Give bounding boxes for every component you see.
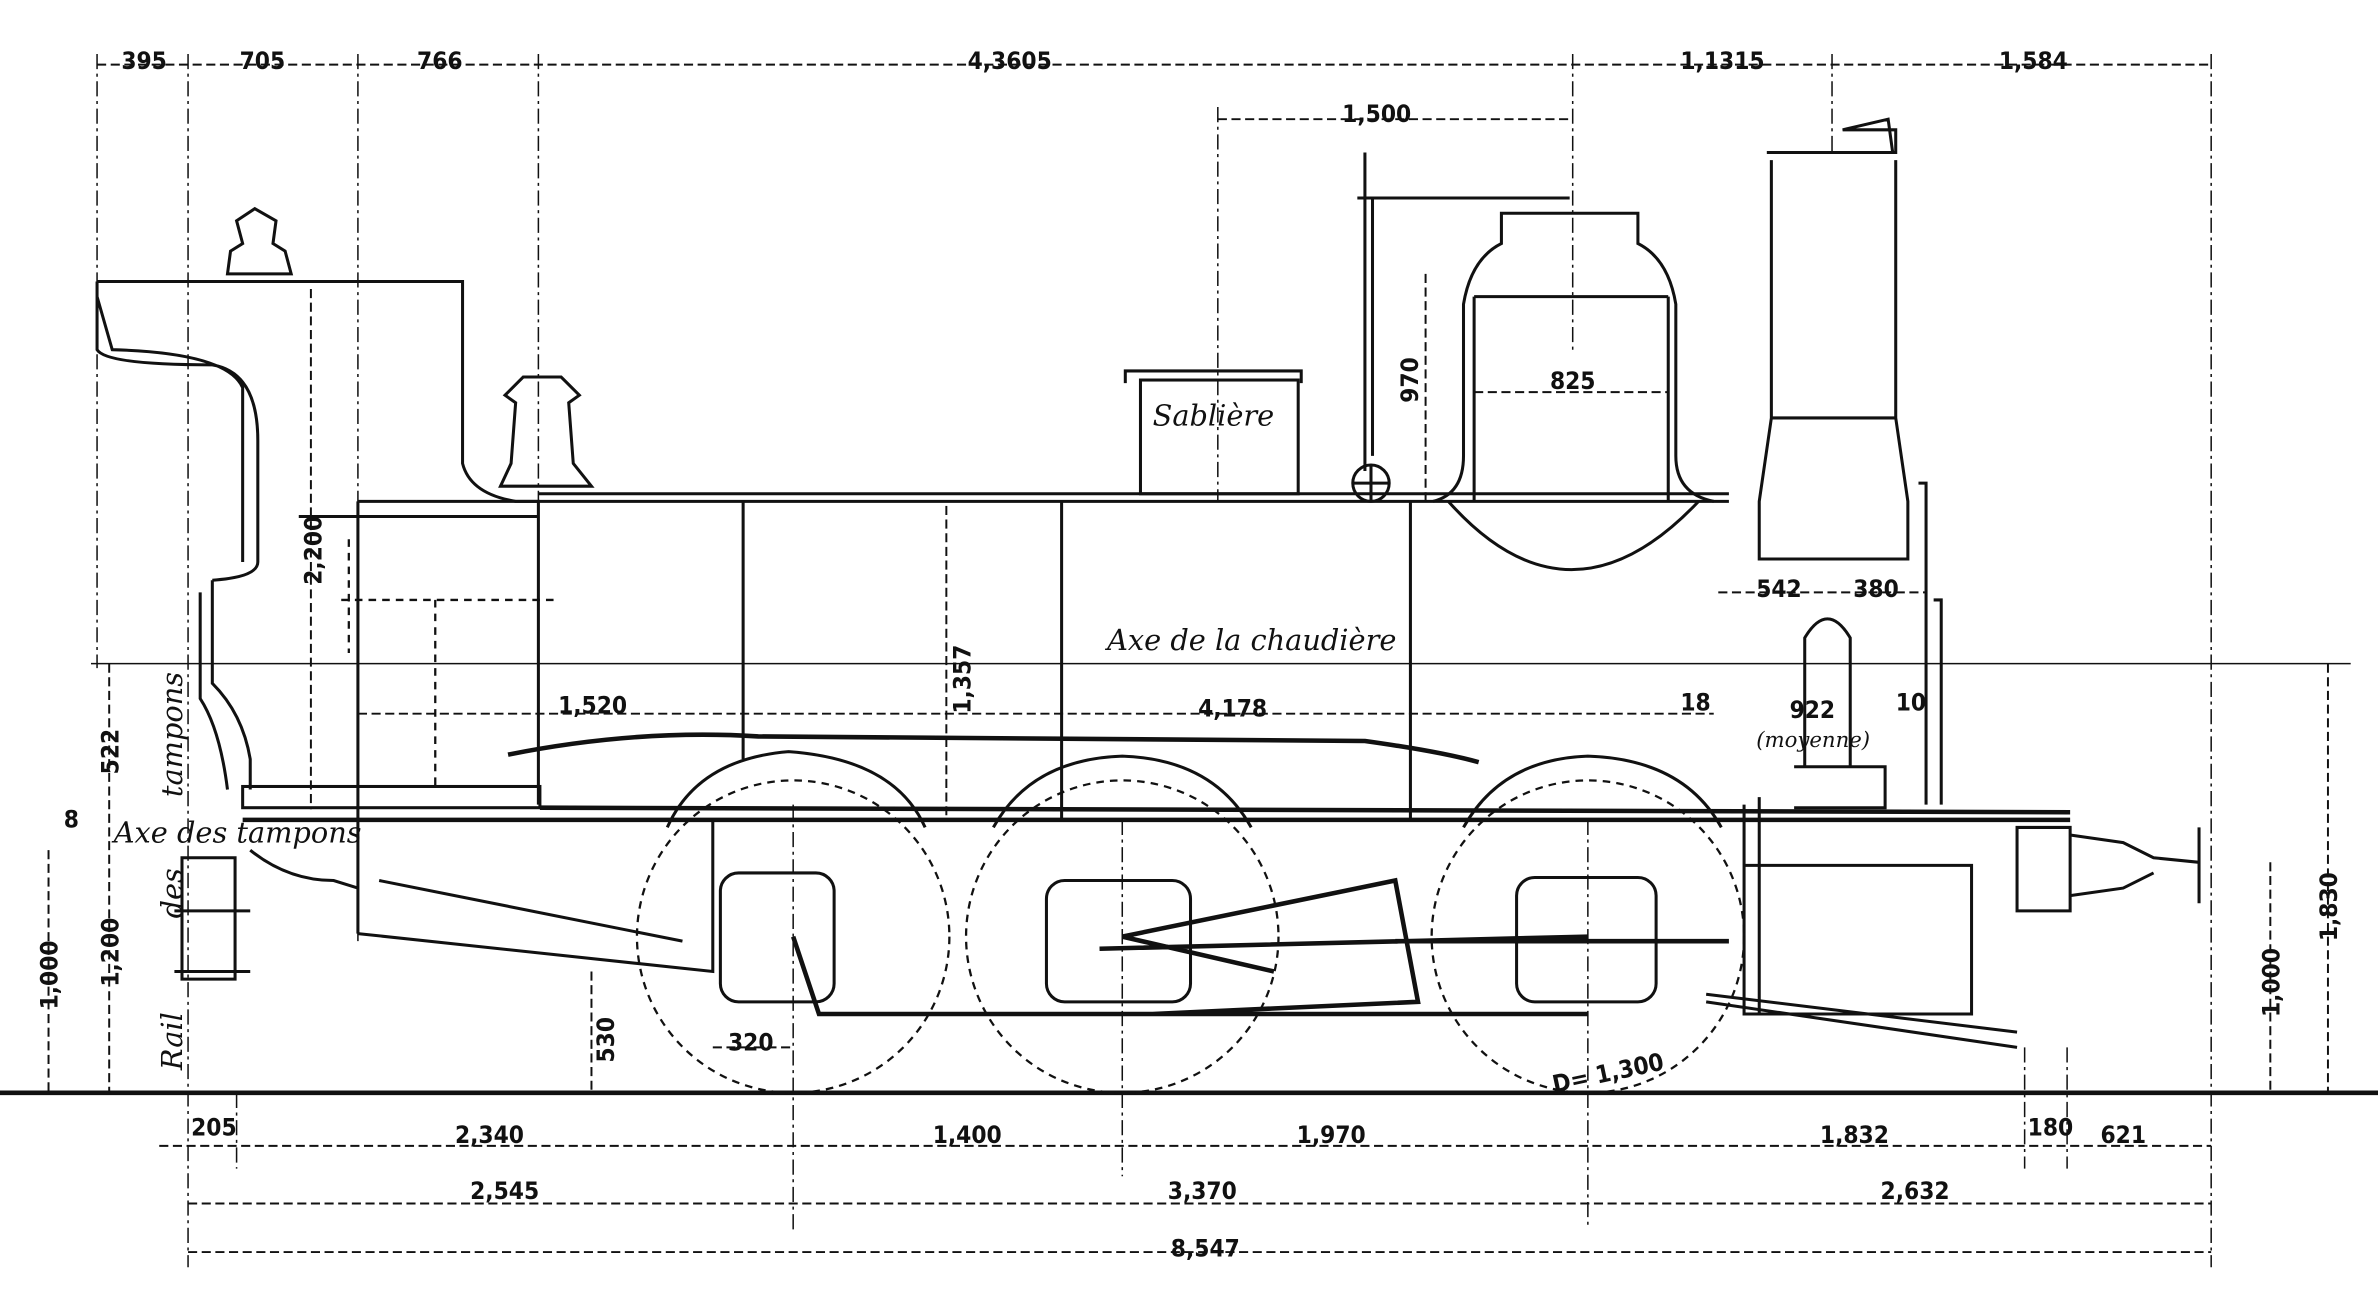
- wheel-3: [1430, 779, 1746, 1094]
- tampons-vertical-label: tampons: [155, 672, 189, 797]
- buffer-axis-label: Axe des tampons: [111, 816, 362, 850]
- dim-1-500: 1,500: [1342, 99, 1411, 128]
- frame: 1,520 4,178 18 10 922 (moyenne) Axe des …: [111, 688, 2201, 1049]
- dim-621: 621: [2100, 1120, 2146, 1149]
- dim-766: 766: [417, 46, 463, 75]
- des-vertical-label: des: [155, 868, 189, 918]
- bottom-dimension-rows: 205 2,340 1,400 1,970 1,832 180 621 2,54…: [159, 1112, 2212, 1263]
- dim-1-584: 1,584: [1999, 46, 2068, 75]
- dim-395: 395: [121, 46, 167, 75]
- wheel-1: [635, 779, 951, 1094]
- dim-1-357: 1,357: [948, 645, 977, 714]
- dim-522: 522: [95, 729, 124, 775]
- dim-1-1315: 1,1315: [1680, 46, 1764, 75]
- dim-8-547: 8,547: [1171, 1234, 1240, 1263]
- dim-542: 542: [1756, 574, 1802, 603]
- dim-3-370: 3,370: [1168, 1176, 1237, 1205]
- dim-4-3605: 4,3605: [968, 46, 1052, 75]
- right-dimensions: 1,000 1,830: [2256, 663, 2343, 1093]
- dim-1-000-left: 1,000: [35, 940, 64, 1009]
- dim-380: 380: [1853, 574, 1899, 603]
- dim-320: 320: [728, 1027, 774, 1056]
- dim-1-970: 1,970: [1297, 1120, 1366, 1149]
- wheel-2: [964, 779, 1280, 1094]
- dim-10: 10: [1896, 688, 1926, 717]
- boiler: Sablière 825 970 Axe de la chaudière 1,3…: [356, 117, 1943, 934]
- dim-4-178: 4,178: [1198, 694, 1267, 723]
- boiler-axis-label: Axe de la chaudière: [1104, 623, 1396, 657]
- sandbox: [1138, 378, 1300, 496]
- sandbox-label: Sablière: [1153, 399, 1275, 433]
- dim-1-830: 1,830: [2314, 872, 2343, 941]
- dim-705: 705: [240, 46, 286, 75]
- dim-970: 970: [1395, 357, 1424, 403]
- dim-825: 825: [1550, 366, 1596, 395]
- dim-1-832: 1,832: [1820, 1120, 1889, 1149]
- dim-530: 530: [591, 1017, 620, 1063]
- wheels: D= 1,300 320 530: [590, 750, 1746, 1099]
- dim-2-545: 2,545: [470, 1176, 539, 1205]
- dim-2-200: 2,200: [299, 516, 328, 585]
- dim-2-340: 2,340: [455, 1120, 524, 1149]
- dim-8: 8: [64, 804, 79, 833]
- dim-2-632: 2,632: [1881, 1176, 1950, 1205]
- left-dimensions: 1,000 1,200 522 8 tampons des Rail: [35, 663, 189, 1093]
- dim-1-000-right: 1,000: [2256, 948, 2285, 1017]
- dim-1-400: 1,400: [933, 1120, 1002, 1149]
- moyenne-label: (moyenne): [1756, 728, 1870, 753]
- dim-18: 18: [1680, 688, 1710, 717]
- dim-1-520: 1,520: [558, 691, 627, 720]
- dim-180: 180: [2028, 1112, 2074, 1141]
- dim-922: 922: [1790, 695, 1836, 724]
- rail-vertical-label: Rail: [155, 1012, 189, 1071]
- dim-1-200: 1,200: [95, 918, 124, 987]
- extension-lines: [96, 53, 2212, 1268]
- dim-205: 205: [191, 1112, 237, 1141]
- top-dimension-row: 395 705 766 4,3605 1,1315 1,584 1,500: [97, 46, 2212, 128]
